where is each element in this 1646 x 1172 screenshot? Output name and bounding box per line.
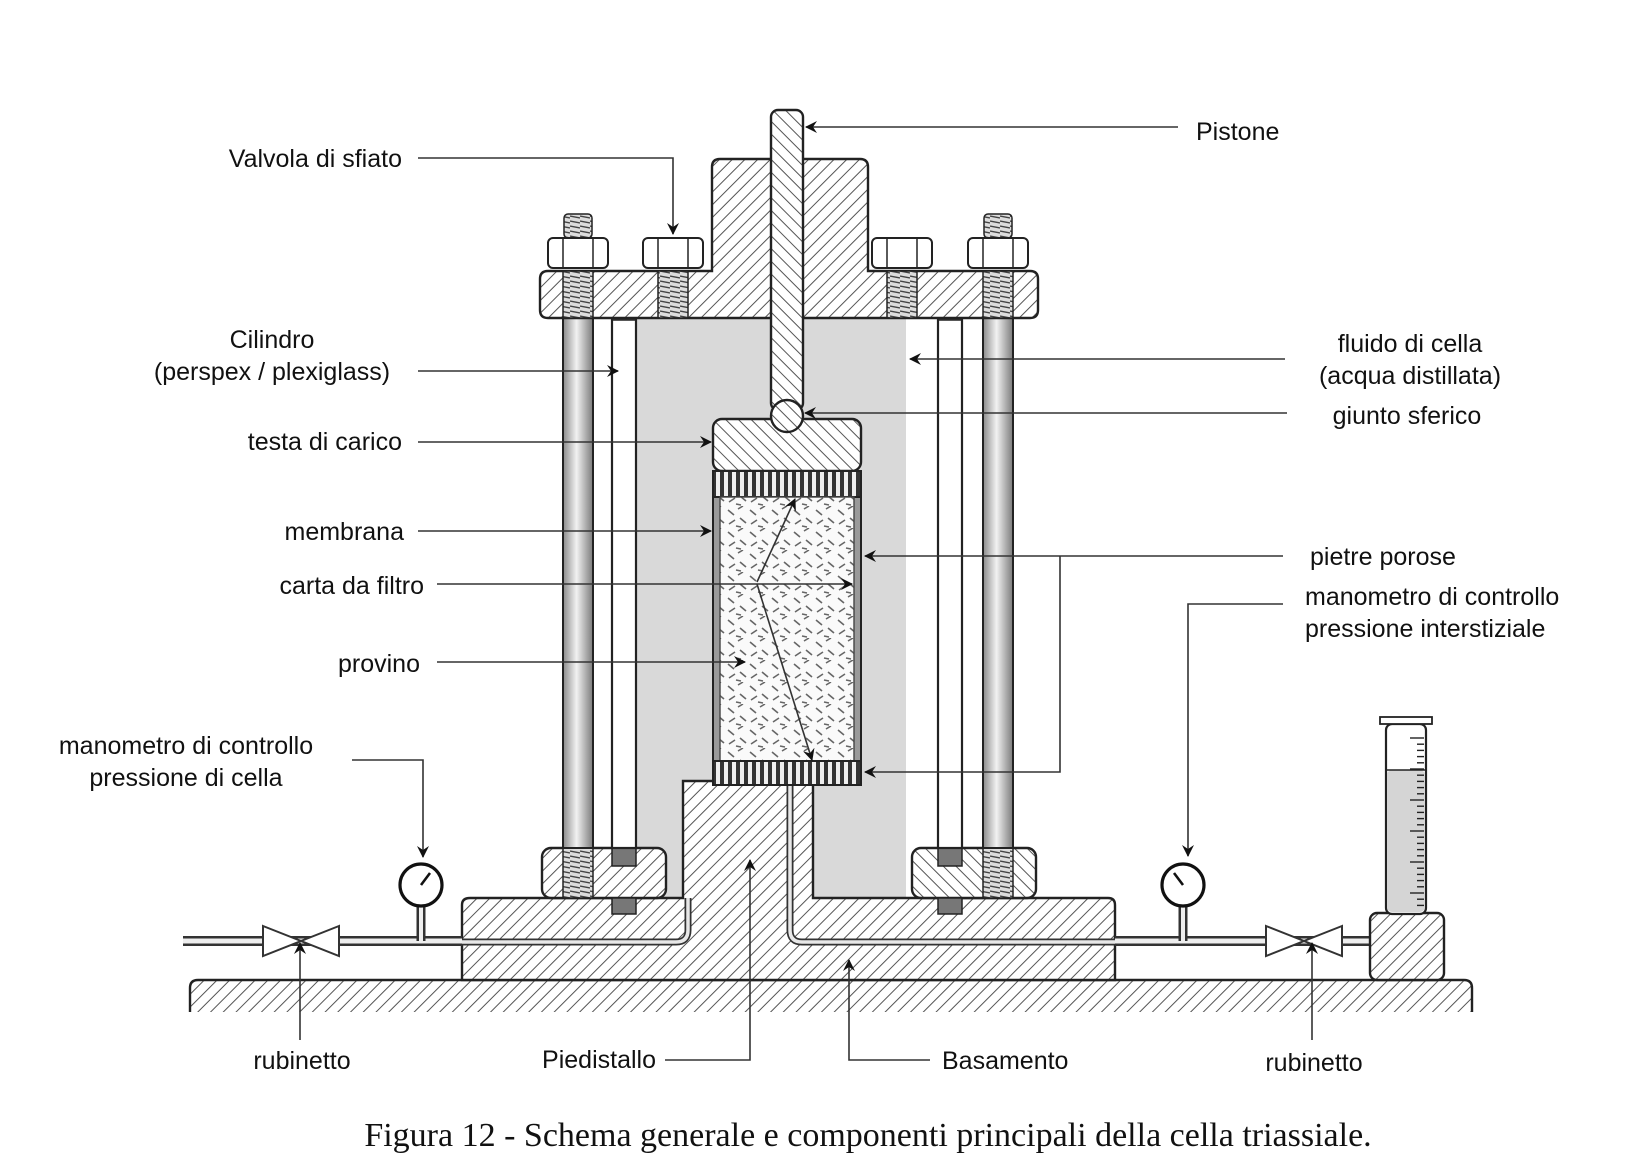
porous-stone-bottom (712, 760, 862, 786)
valve-right-icon (1265, 924, 1343, 958)
label-carta: carta da filtro (279, 572, 424, 600)
label-testa: testa di carico (248, 428, 402, 456)
pressure-gauge-right-icon (1160, 862, 1206, 908)
label-rubinetto-left: rubinetto (253, 1047, 350, 1075)
tie-rod-right (982, 317, 1014, 849)
tie-rod-left (562, 317, 594, 849)
label-manometro-interstiziale: manometro di controllo (1305, 583, 1559, 611)
leader-lines (294, 121, 1318, 1061)
label-membrana: membrana (285, 518, 405, 546)
label-fluido-type: (acqua distillata) (1319, 362, 1501, 390)
label-basamento: Basamento (942, 1047, 1068, 1075)
bottom-plate (188, 978, 1474, 1012)
ball-joint (769, 398, 805, 434)
nut-icon (967, 237, 1029, 269)
valve-left-icon (262, 924, 340, 958)
label-cilindro-material: (perspex / plexiglass) (154, 358, 390, 386)
label-giunto: giunto sferico (1333, 402, 1482, 430)
label-cilindro: Cilindro (230, 326, 315, 354)
label-pistone: Pistone (1196, 118, 1279, 146)
lower-collar-left (540, 846, 668, 900)
lower-collar-right (910, 846, 1038, 900)
pore-pressure-line (1115, 912, 1410, 946)
specimen (719, 496, 855, 762)
label-manometro-cella: manometro di controllo (59, 732, 313, 760)
label-provino: provino (338, 650, 420, 678)
figure-caption: Figura 12 - Schema generale e componenti… (364, 1117, 1371, 1154)
label-fluido: fluido di cella (1338, 330, 1483, 358)
label-pietre: pietre porose (1310, 543, 1456, 571)
nut-icon (871, 237, 933, 269)
label-valvola-sfiato: Valvola di sfiato (229, 145, 402, 173)
perspex-wall-right (936, 316, 964, 850)
perspex-wall-left (610, 316, 638, 850)
burette-support (1368, 911, 1446, 982)
label-manometro-cella-2: pressione di cella (89, 764, 282, 792)
label-piedistallo: Piedistallo (542, 1046, 656, 1074)
pressure-gauge-left-icon (398, 862, 444, 908)
burette-icon (1379, 716, 1433, 916)
label-rubinetto-right: rubinetto (1265, 1049, 1362, 1077)
piston (769, 108, 805, 412)
label-manometro-interstiziale-2: pressione interstiziale (1305, 615, 1545, 643)
porous-stone-top (712, 470, 862, 498)
vent-valve-icon (642, 237, 704, 269)
nut-icon (547, 237, 609, 269)
